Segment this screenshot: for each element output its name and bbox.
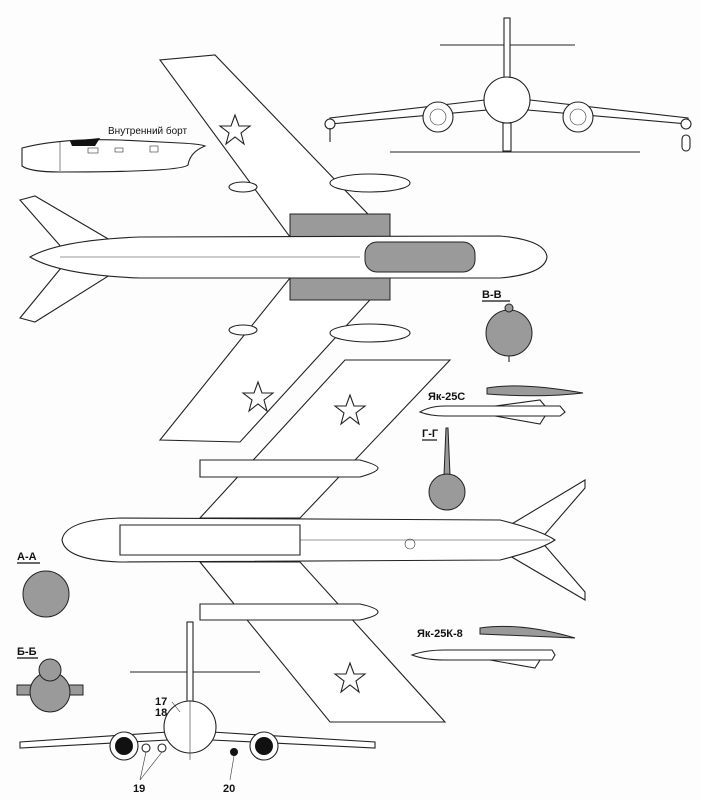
yak-25s-label: Як-25С	[428, 391, 465, 403]
section-gg: Г-Г	[422, 427, 466, 511]
section-vv: В-В	[482, 289, 533, 362]
section-bb: Б-Б	[16, 646, 84, 713]
plan-view-upper	[19, 54, 548, 443]
section-bb-label: Б-Б	[17, 646, 37, 658]
red-star-icon	[333, 661, 367, 694]
callout-20: 20	[223, 783, 235, 795]
front-view-bottom: 17 18 19 20	[19, 621, 376, 795]
red-star-icon	[333, 393, 367, 426]
missile-yak-25s: Як-25С	[418, 385, 584, 425]
front-view-top	[324, 17, 692, 153]
callout-19: 19	[133, 783, 145, 795]
section-gg-label: Г-Г	[422, 428, 439, 440]
inner-side-label: Внутренний борт	[108, 125, 188, 137]
missile-yak-25k8: Як-25К-8	[410, 625, 576, 669]
plan-view-lower	[61, 359, 586, 723]
section-aa: А-А	[17, 551, 70, 618]
red-star-icon	[218, 113, 252, 146]
yak-25k8-label: Як-25К-8	[417, 628, 463, 640]
side-view-fuselage-inner: Внутренний борт	[21, 125, 207, 173]
callout-18: 18	[155, 707, 167, 719]
section-aa-label: А-А	[17, 551, 37, 563]
section-vv-label: В-В	[482, 289, 502, 301]
red-star-icon	[241, 380, 275, 413]
callout-17: 17	[155, 696, 167, 708]
